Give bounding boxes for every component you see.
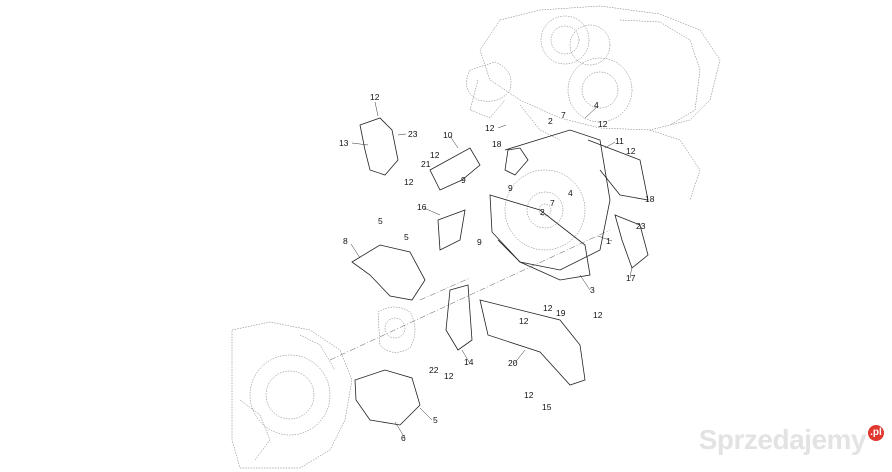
callout-7: 7 — [550, 198, 555, 208]
callout-12: 12 — [593, 310, 603, 320]
callout-20: 20 — [508, 358, 518, 368]
callout-12: 12 — [626, 146, 636, 156]
callout-22: 22 — [429, 365, 439, 375]
callout-1: 1 — [606, 236, 611, 246]
callout-23: 23 — [636, 221, 646, 231]
callout-5: 5 — [433, 415, 438, 425]
callout-12: 12 — [444, 371, 454, 381]
callout-18: 18 — [492, 139, 502, 149]
callout-6: 6 — [401, 433, 406, 443]
callout-12: 12 — [519, 316, 529, 326]
leader-lines — [350, 101, 633, 439]
callout-9: 9 — [477, 237, 482, 247]
callout-4: 4 — [594, 100, 599, 110]
callout-12: 12 — [485, 123, 495, 133]
callout-labels: 12 13 23 12 21 12 10 12 18 2 7 4 12 11 1… — [339, 92, 655, 443]
flywheel-housing-assembly — [489, 129, 649, 281]
callout-4: 4 — [568, 188, 573, 198]
callout-3: 3 — [590, 285, 595, 295]
callout-2: 2 — [548, 116, 553, 126]
callout-23: 23 — [408, 129, 418, 139]
callout-12: 12 — [404, 177, 414, 187]
callout-11: 11 — [615, 136, 624, 146]
callout-15: 15 — [542, 402, 552, 412]
callout-5: 5 — [404, 232, 409, 242]
callout-12: 12 — [430, 150, 440, 160]
assembly-axis-lines — [329, 229, 611, 361]
callout-17: 17 — [626, 273, 636, 283]
callout-13: 13 — [339, 138, 349, 148]
bellhousing-covers — [351, 244, 426, 426]
callout-7: 7 — [561, 110, 566, 120]
support-brackets — [445, 284, 586, 386]
callout-16: 16 — [417, 202, 427, 212]
callout-12: 12 — [543, 303, 553, 313]
watermark-logo: Sprzedajemy .pl — [699, 424, 884, 456]
watermark-badge-icon: .pl — [868, 425, 884, 441]
engine-block-background — [466, 5, 721, 201]
callout-12: 12 — [370, 92, 380, 102]
watermark-text: Sprzedajemy — [698, 424, 867, 455]
callout-2: 2 — [540, 207, 545, 217]
callout-10: 10 — [443, 130, 453, 140]
callout-9: 9 — [508, 183, 513, 193]
callout-21: 21 — [421, 159, 431, 169]
callout-18: 18 — [645, 194, 655, 204]
callout-8: 8 — [343, 236, 348, 246]
cover-and-bracket-parts — [359, 117, 481, 251]
callout-5: 5 — [378, 216, 383, 226]
callout-19: 19 — [556, 308, 566, 318]
callout-12: 12 — [598, 119, 608, 129]
callout-12: 12 — [524, 390, 534, 400]
callout-9: 9 — [461, 175, 466, 185]
transmission-background — [231, 306, 416, 469]
